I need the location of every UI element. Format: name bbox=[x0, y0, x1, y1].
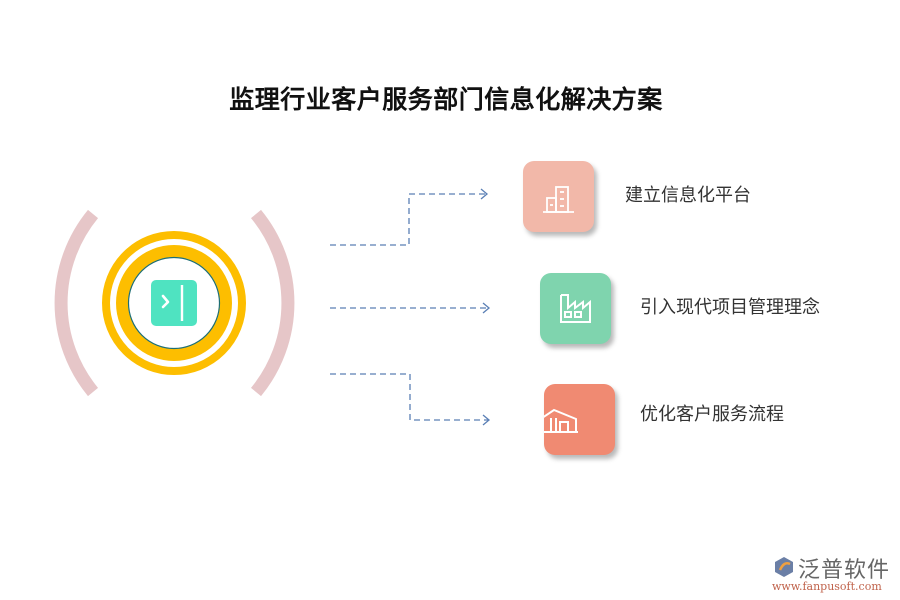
outer-ring bbox=[102, 231, 246, 375]
connector-bottom bbox=[330, 373, 488, 421]
left-bracket-arc bbox=[54, 209, 99, 397]
arrow-head-middle bbox=[482, 302, 491, 314]
inner-ring bbox=[116, 245, 232, 361]
item-label-management: 引入现代项目管理理念 bbox=[640, 297, 820, 318]
arrow-head-top bbox=[480, 188, 489, 200]
warehouse-icon bbox=[544, 408, 578, 433]
item-label-service: 优化客户服务流程 bbox=[640, 404, 784, 425]
item-box-management bbox=[540, 273, 611, 344]
connector-top bbox=[330, 193, 486, 246]
arrow-head-bottom bbox=[482, 414, 491, 426]
factory-icon bbox=[560, 294, 591, 323]
logo-mark-icon bbox=[775, 557, 793, 577]
item-label-platform: 建立信息化平台 bbox=[625, 185, 751, 206]
right-bracket-arc bbox=[250, 209, 295, 397]
building-icon bbox=[543, 186, 574, 213]
item-box-platform bbox=[523, 161, 594, 232]
item-box-service bbox=[544, 384, 615, 455]
expand-panel-icon bbox=[151, 280, 197, 326]
page-title: 监理行业客户服务部门信息化解决方案 bbox=[0, 80, 900, 116]
brand-logo: 泛普软件 www.fanpusoft.com bbox=[772, 552, 897, 597]
logo-url: www.fanpusoft.com bbox=[772, 580, 882, 593]
logo-name: 泛普软件 bbox=[798, 558, 891, 583]
title-text: 监理行业客户服务部门信息化解决方案 bbox=[229, 85, 663, 114]
